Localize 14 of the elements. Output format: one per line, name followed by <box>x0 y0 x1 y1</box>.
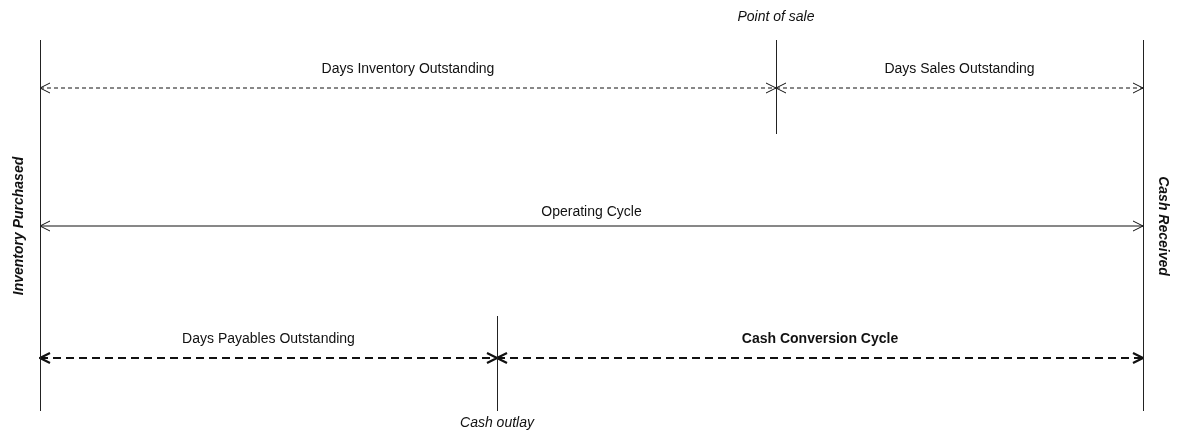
double-arrow <box>495 351 1145 365</box>
edge-label: Operating Cycle <box>539 203 644 219</box>
event-label: Inventory Purchased <box>10 156 26 295</box>
event-label: Point of sale <box>736 8 816 24</box>
event-label: Cash outlay <box>459 414 536 430</box>
double-arrow <box>775 82 1144 94</box>
edge-label: Days Sales Outstanding <box>882 60 1037 76</box>
edge-label: Days Inventory Outstanding <box>319 60 497 76</box>
edge-label: Cash Conversion Cycle <box>739 330 901 346</box>
event-label: Cash Received <box>1156 175 1172 276</box>
double-arrow <box>38 351 499 365</box>
double-arrow <box>39 82 777 94</box>
double-arrow <box>39 220 1144 232</box>
edge-label: Days Payables Outstanding <box>180 330 357 346</box>
